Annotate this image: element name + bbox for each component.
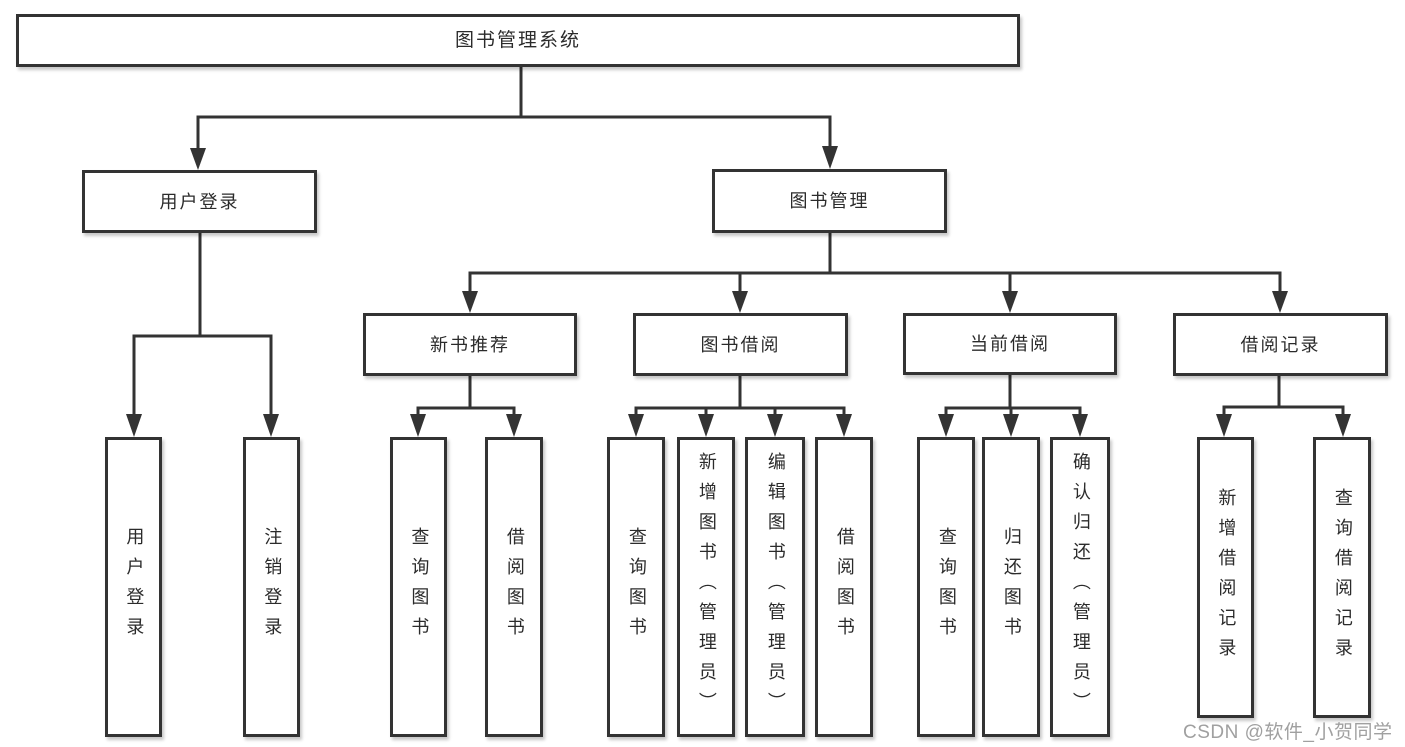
node-label: 借阅图书 bbox=[504, 527, 525, 647]
node-label: 用户登录 bbox=[159, 191, 240, 212]
node-label: 新书推荐 bbox=[430, 334, 510, 355]
node-book-borrowing: 图书借阅 bbox=[633, 313, 848, 376]
leaf-user-login: 用户登录 bbox=[105, 437, 162, 737]
connector-current-borrow-children bbox=[944, 374, 1082, 418]
arrowhead-down bbox=[190, 148, 206, 170]
arrowhead-down bbox=[1216, 414, 1232, 437]
leaf-query-books-borrowing: 查询图书 bbox=[607, 437, 665, 737]
arrowhead-down bbox=[767, 414, 783, 437]
leaf-query-borrow-record: 查询借阅记录 bbox=[1313, 437, 1371, 718]
arrowhead-down bbox=[410, 414, 426, 437]
node-borrowing-records: 借阅记录 bbox=[1173, 313, 1388, 376]
leaf-edit-books-admin: 编辑图书（管理员） bbox=[745, 437, 805, 737]
node-label: 查询图书 bbox=[626, 527, 647, 647]
csdn-watermark: CSDN @软件_小贺同学 bbox=[1183, 722, 1393, 743]
arrowhead-down bbox=[628, 414, 644, 437]
arrowheads bbox=[126, 146, 1351, 437]
node-label: 查询图书 bbox=[936, 527, 957, 647]
node-label: 新增借阅记录 bbox=[1216, 487, 1237, 668]
arrowhead-down bbox=[698, 414, 714, 437]
leaf-query-books-recommend: 查询图书 bbox=[390, 437, 447, 737]
node-label: 借阅图书 bbox=[834, 527, 855, 647]
arrowhead-down bbox=[126, 414, 142, 437]
node-label: 确认归还（管理员） bbox=[1070, 452, 1091, 722]
connector-borrow-records-children bbox=[1222, 374, 1345, 418]
node-label: 图书管理系统 bbox=[454, 30, 581, 51]
node-new-book-recommend: 新书推荐 bbox=[363, 313, 577, 376]
arrowhead-down bbox=[1003, 414, 1019, 437]
node-label: 图书借阅 bbox=[700, 334, 781, 355]
node-label: 归还图书 bbox=[1001, 527, 1022, 647]
connector-root-to-level2 bbox=[196, 65, 832, 152]
leaf-add-books-admin: 新增图书（管理员） bbox=[677, 437, 735, 737]
arrowhead-down bbox=[1272, 291, 1288, 313]
arrowhead-down bbox=[1072, 414, 1088, 437]
leaf-add-borrow-record: 新增借阅记录 bbox=[1197, 437, 1254, 718]
leaf-borrow-books-recommend: 借阅图书 bbox=[485, 437, 543, 737]
node-label: 编辑图书（管理员） bbox=[765, 452, 786, 722]
arrowhead-down bbox=[822, 146, 838, 169]
arrowhead-down bbox=[938, 414, 954, 437]
node-label: 查询借阅记录 bbox=[1332, 487, 1353, 668]
node-label: 新增图书（管理员） bbox=[696, 452, 717, 722]
node-label: 借阅记录 bbox=[1240, 334, 1321, 355]
connector-new-book-children bbox=[416, 374, 516, 418]
connector-book-borrow-children bbox=[634, 374, 846, 418]
leaf-borrow-books: 借阅图书 bbox=[815, 437, 873, 737]
node-root-system: 图书管理系统 bbox=[16, 14, 1020, 67]
arrowhead-down bbox=[1002, 291, 1018, 313]
leaf-query-books-current: 查询图书 bbox=[917, 437, 975, 737]
connector-user-login-children bbox=[132, 231, 273, 418]
node-label: 图书管理 bbox=[789, 191, 870, 211]
node-label: 查询图书 bbox=[409, 527, 430, 647]
node-user-login: 用户登录 bbox=[82, 170, 317, 233]
connector-book-mgmt-children bbox=[468, 231, 1282, 295]
leaf-confirm-return-admin: 确认归还（管理员） bbox=[1050, 437, 1110, 737]
node-label: 当前借阅 bbox=[970, 334, 1050, 354]
arrowhead-down bbox=[836, 414, 852, 437]
node-label: 用户登录 bbox=[124, 527, 145, 647]
arrowhead-down bbox=[462, 291, 478, 313]
arrowhead-down bbox=[1335, 414, 1351, 437]
node-label: 注销登录 bbox=[262, 527, 283, 647]
leaf-logout: 注销登录 bbox=[243, 437, 300, 737]
arrowhead-down bbox=[263, 414, 279, 437]
arrowhead-down bbox=[506, 414, 522, 437]
node-current-borrowing: 当前借阅 bbox=[903, 313, 1117, 375]
leaf-return-books: 归还图书 bbox=[982, 437, 1040, 737]
node-book-management: 图书管理 bbox=[712, 169, 947, 233]
arrowhead-down bbox=[732, 291, 748, 313]
